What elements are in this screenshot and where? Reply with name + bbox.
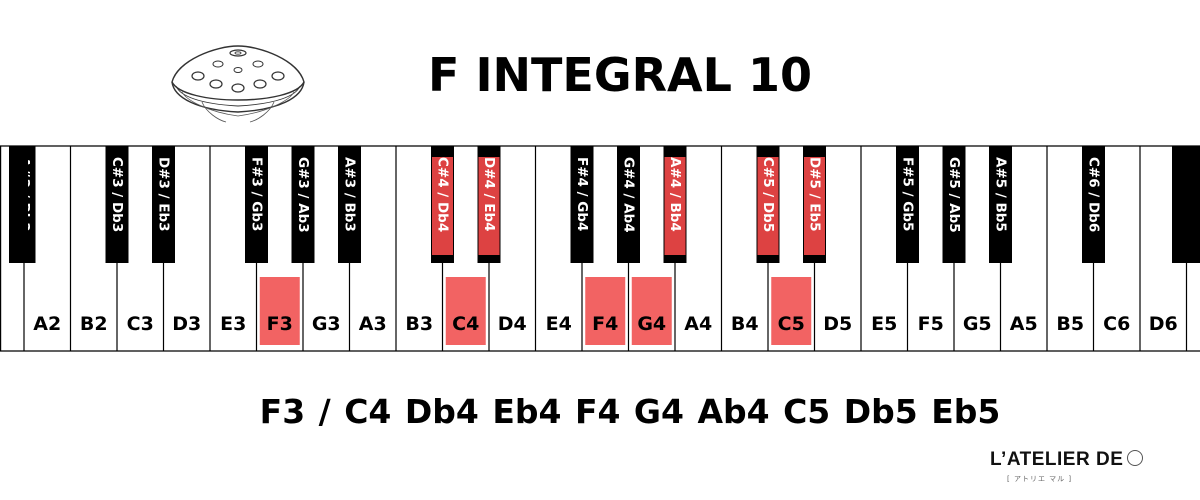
- white-key-label: A5: [1010, 313, 1038, 335]
- piano-keyboard: A2 B2 C3 D3 E3 F3 G3 A3 B3 C4 D4 E4 F4 G4 A4 B4 C5 D5 E5 F5…: [0, 145, 1200, 352]
- black-key-label: F#5 / Gb5: [900, 157, 916, 231]
- black-key: [896, 146, 919, 263]
- black-key-label: C#5 / Db5: [760, 157, 776, 232]
- highlight-mark: [664, 157, 686, 255]
- brand-name: L’ATELIER DE: [990, 449, 1124, 470]
- black-key: [338, 146, 361, 263]
- highlight-mark: [478, 157, 500, 255]
- white-key-label: F3: [267, 313, 293, 335]
- white-key-label: E5: [871, 313, 897, 335]
- white-key-label: B4: [731, 313, 759, 335]
- highlight-mark: [771, 277, 812, 345]
- white-key-label: B5: [1056, 313, 1084, 335]
- highlight-mark: [757, 157, 779, 255]
- page-title: F INTEGRAL 10: [428, 48, 812, 102]
- white-key-label: A3: [359, 313, 387, 335]
- white-key-label: A4: [684, 313, 712, 335]
- black-key-label: G#5 / Ab5: [946, 157, 962, 233]
- black-key-label: D#3 / Eb3: [156, 157, 172, 232]
- white-key-label: E3: [220, 313, 246, 335]
- black-key: [105, 146, 129, 263]
- scale-notes: F3 / C4 Db4 Eb4 F4 G4 Ab4 C5 Db5 Eb5: [259, 392, 1001, 431]
- black-key-label: A#4 / Bb4: [667, 157, 683, 232]
- black-key: [942, 146, 966, 263]
- highlight-mark: [432, 157, 453, 255]
- highlight-mark: [585, 277, 626, 345]
- black-key: [245, 146, 268, 263]
- brand-logo: L’ATELIER DE [ アトリエ マル ]: [990, 449, 1180, 483]
- white-key-label: F4: [592, 313, 618, 335]
- brand-subtitle: [ アトリエ マル ]: [1007, 475, 1073, 483]
- black-key-label: G#4 / Ab4: [621, 157, 637, 233]
- white-key-label: A2: [33, 313, 61, 335]
- black-key: [291, 146, 315, 263]
- white-key-label: C6: [1103, 313, 1130, 335]
- black-key-label: F#3 / Gb3: [249, 157, 265, 231]
- handpan-drum-icon: [171, 45, 305, 123]
- highlight-mark: [259, 277, 300, 345]
- white-key-label: C5: [778, 313, 805, 335]
- highlight-mark: [804, 157, 825, 255]
- black-key-label: D#4 / Eb4: [481, 157, 497, 232]
- black-key-label: A#3 / Bb3: [342, 157, 358, 232]
- white-key-label: D6: [1149, 313, 1178, 335]
- black-key-label: G#3 / Ab3: [295, 157, 311, 233]
- black-key: [1082, 146, 1105, 263]
- white-key-label: E4: [546, 313, 572, 335]
- black-key-label: A#5 / Bb5: [993, 157, 1009, 232]
- white-key-label: G4: [637, 313, 666, 335]
- highlight-mark: [445, 277, 486, 345]
- black-key: [570, 146, 594, 263]
- white-key-label: C3: [127, 313, 154, 335]
- black-key: [989, 146, 1012, 263]
- black-key-edge: [9, 146, 28, 263]
- black-key-label: C#4 / Db4: [435, 157, 451, 232]
- white-key-label: D5: [823, 313, 852, 335]
- white-key-label: D4: [498, 313, 527, 335]
- white-key-label: B2: [80, 313, 108, 335]
- white-key-label: G5: [963, 313, 992, 335]
- white-key-label: G3: [312, 313, 341, 335]
- black-key-label: C#6 / Db6: [1086, 157, 1102, 232]
- black-key-edge: [1172, 146, 1200, 263]
- white-key-label: D3: [172, 313, 201, 335]
- white-key-label: F5: [918, 313, 944, 335]
- white-key-label: B3: [405, 313, 433, 335]
- black-key-label: C#3 / Db3: [109, 157, 125, 232]
- circle-icon: [1127, 450, 1144, 466]
- highlight-mark: [631, 277, 672, 345]
- black-key: [617, 146, 640, 263]
- black-key-label: F#4 / Gb4: [574, 157, 590, 231]
- white-key-label: C4: [452, 313, 479, 335]
- black-key: [152, 146, 175, 263]
- black-key-label: D#5 / Eb5: [807, 157, 823, 232]
